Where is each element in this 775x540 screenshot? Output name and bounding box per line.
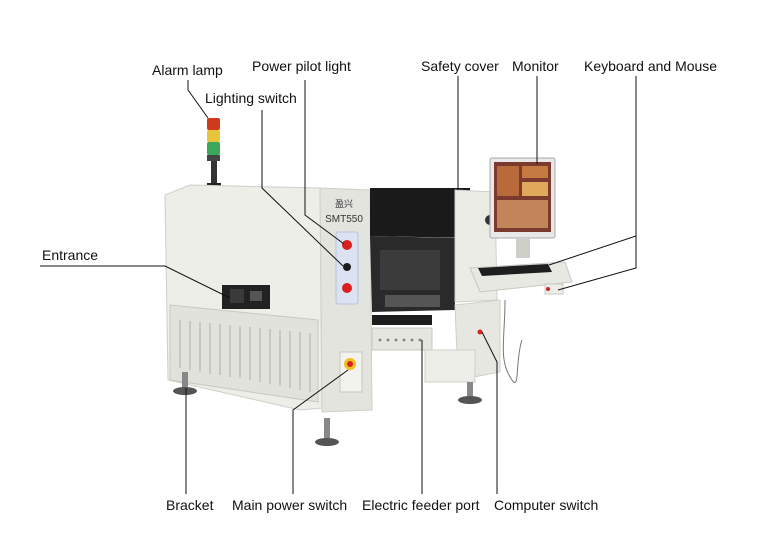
right-body	[424, 189, 501, 383]
label-main-power-switch: Main power switch	[232, 497, 348, 513]
leader-lighting-switch	[261, 110, 344, 267]
leader-entrance	[40, 265, 231, 299]
label-safety-cover: Safety cover	[421, 58, 499, 74]
leader-computer-switch	[481, 331, 498, 494]
leader-keyboard	[548, 76, 637, 266]
leader-alarm-lamp	[187, 80, 209, 119]
label-entrance: Entrance	[42, 247, 99, 263]
feet	[173, 372, 482, 446]
label-computer-switch: Computer switch	[494, 497, 599, 513]
label-alarm-lamp: Alarm lamp	[152, 62, 223, 78]
label-keyboard-and-mouse: Keyboard and Mouse	[584, 58, 718, 74]
label-lighting-switch: Lighting switch	[205, 90, 297, 106]
leader-power-pilot-light	[304, 80, 345, 245]
alarm-lamp-tower	[207, 118, 221, 187]
placement-area	[370, 188, 472, 351]
brand-mark: 盈兴	[335, 199, 353, 209]
monitor	[489, 157, 556, 258]
label-monitor: Monitor	[512, 58, 559, 74]
label-electric-feeder-port: Electric feeder port	[362, 497, 480, 513]
leader-lines	[40, 76, 637, 494]
leader-main-power-switch	[292, 369, 349, 494]
model-mark: SMT550	[325, 214, 363, 225]
leader-mouse	[557, 236, 637, 291]
main-cabinet: 盈兴 SMT550	[164, 184, 373, 413]
label-bracket: Bracket	[166, 497, 214, 513]
keyboard-tray	[469, 261, 573, 383]
label-power-pilot-light: Power pilot light	[252, 58, 351, 74]
